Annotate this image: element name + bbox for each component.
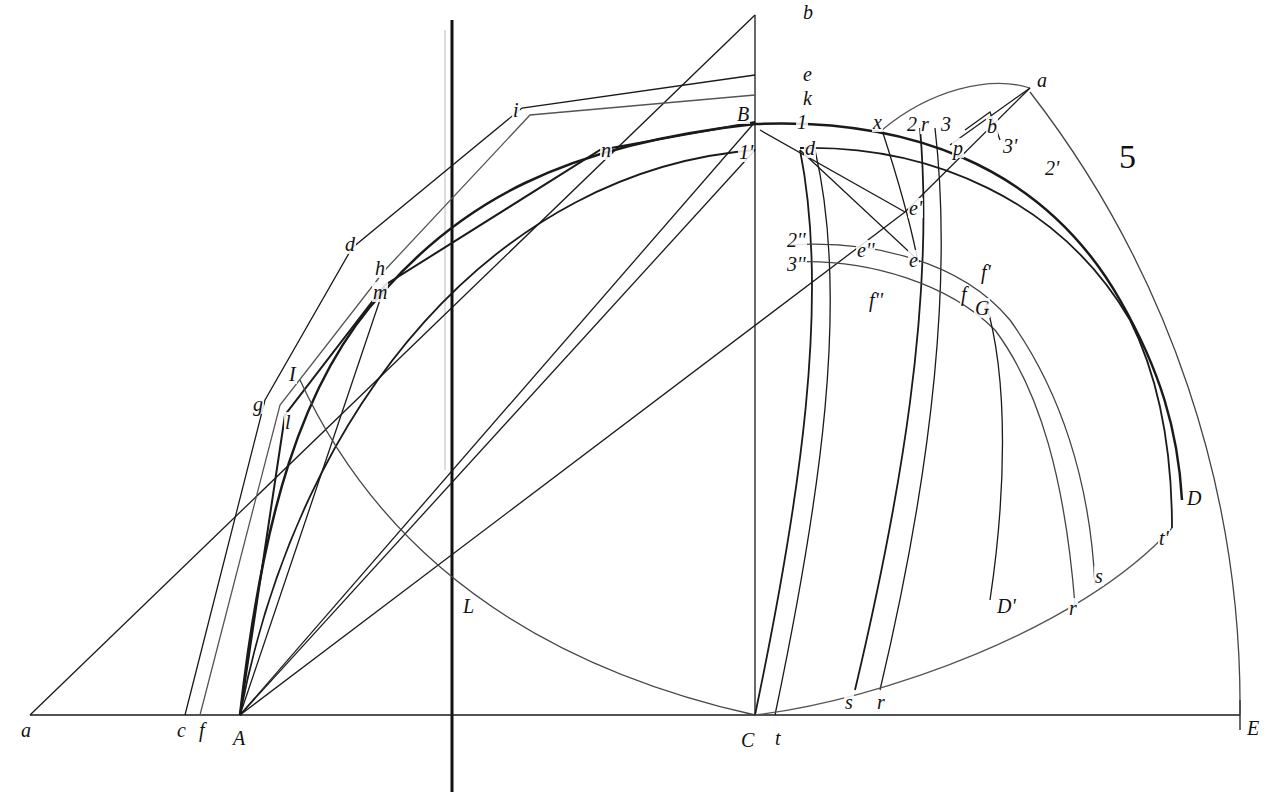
point-label: 2 — [906, 114, 918, 134]
point-label: g — [252, 394, 264, 414]
point-label: b — [802, 2, 814, 22]
point-label: f — [198, 720, 206, 740]
point-label: L — [462, 596, 475, 616]
point-label: e — [908, 250, 919, 270]
point-label: s — [1094, 566, 1104, 586]
point-label: d — [804, 138, 816, 158]
point-label: e'' — [856, 240, 875, 260]
point-label: 3 — [940, 114, 952, 134]
point-label: x — [872, 112, 883, 132]
point-label: t — [774, 728, 782, 748]
point-label: 3' — [1002, 136, 1018, 156]
point-label: r — [920, 114, 930, 134]
point-label: d — [344, 234, 356, 254]
point-label: r — [876, 692, 886, 712]
point-label: t' — [1158, 528, 1170, 548]
point-label: a — [1036, 70, 1048, 90]
point-label: D — [1186, 488, 1202, 508]
point-label: i — [512, 100, 520, 120]
point-label: A — [232, 728, 246, 748]
point-label: 2'' — [786, 230, 807, 250]
point-label: m — [372, 282, 388, 302]
point-label: a — [20, 720, 32, 740]
point-label: p — [952, 138, 964, 158]
point-label: f — [960, 284, 968, 304]
point-label: l — [284, 412, 292, 432]
point-label: D' — [996, 596, 1017, 616]
point-label: e — [802, 64, 813, 84]
point-label: f'' — [868, 290, 884, 310]
point-label: e' — [908, 198, 923, 218]
point-label: k — [802, 88, 813, 108]
point-label: 1 — [796, 112, 808, 132]
point-label: 3'' — [786, 254, 807, 274]
point-label: I — [288, 364, 297, 384]
point-label: b — [986, 116, 998, 136]
point-label: B — [736, 104, 750, 124]
point-label: s — [844, 692, 854, 712]
point-label: f' — [980, 262, 992, 282]
point-label: 2' — [1044, 158, 1060, 178]
figure-number: 5 — [1118, 140, 1137, 174]
point-label: G — [974, 298, 990, 318]
point-label: C — [740, 730, 755, 750]
point-label: E — [1246, 718, 1260, 738]
point-label: h — [374, 258, 386, 278]
point-label: 1' — [738, 142, 754, 162]
point-label: n — [600, 140, 612, 160]
point-label: c — [176, 720, 187, 740]
point-label: r — [1068, 598, 1078, 618]
